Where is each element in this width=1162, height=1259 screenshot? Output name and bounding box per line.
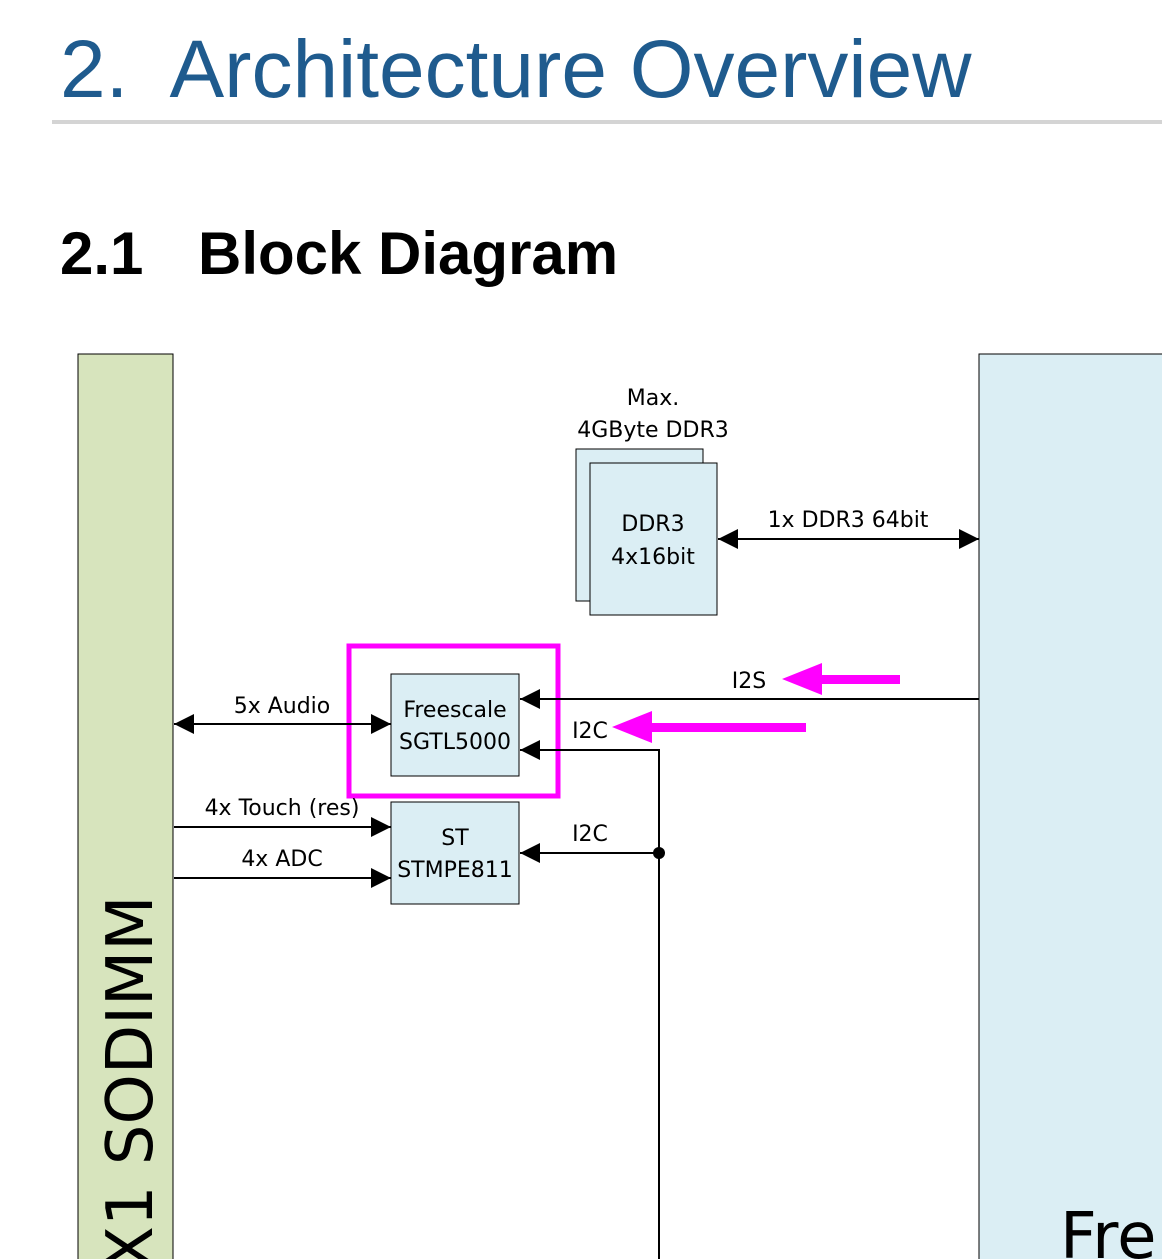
touch-chip-line2: STMPE811 [397, 858, 513, 883]
audio-label: 5x Audio [234, 694, 331, 719]
sodimm-connector [77, 353, 174, 1259]
i2c-touch-label: I2C [572, 822, 608, 847]
audio-chip-line1: Freescale [403, 698, 506, 723]
adc-label: 4x ADC [241, 847, 322, 872]
section-title: 2. Architecture Overview [60, 22, 971, 118]
i2c-audio-line [520, 740, 660, 1259]
touch-chip-line1: ST [441, 826, 469, 851]
subsection-title-text: Block Diagram [198, 220, 619, 287]
soc-block [978, 353, 1162, 1259]
soc-label: Fre [1060, 1200, 1156, 1259]
subsection-number: 2.1 [60, 220, 144, 287]
section-number: 2. [60, 24, 129, 115]
heading-rule [52, 120, 1162, 124]
i2s-label: I2S [732, 669, 766, 694]
ddr-chip-line2: 4x16bit [611, 545, 695, 570]
touch-label: 4x Touch (res) [205, 796, 360, 821]
sodimm-label: X1 SODIMM [94, 896, 168, 1259]
section-title-text: Architecture Overview [169, 24, 972, 115]
ddr-caption-line2: 4GByte DDR3 [577, 418, 728, 443]
i2c-audio-label: I2C [572, 719, 608, 744]
ddr-caption-line1: Max. [627, 386, 679, 411]
ddr-chip [589, 462, 718, 616]
audio-codec-chip [390, 673, 520, 777]
ddr-chip-line1: DDR3 [621, 512, 684, 537]
subsection-title: 2.1 Block Diagram [60, 218, 618, 290]
i2c-junction-dot [653, 847, 665, 859]
ddr-bus-label: 1x DDR3 64bit [768, 508, 929, 533]
audio-chip-line2: SGTL5000 [399, 730, 511, 755]
touch-controller-chip [390, 801, 520, 905]
magenta-arrow-i2c [612, 711, 806, 743]
magenta-arrow-i2s [782, 663, 900, 695]
